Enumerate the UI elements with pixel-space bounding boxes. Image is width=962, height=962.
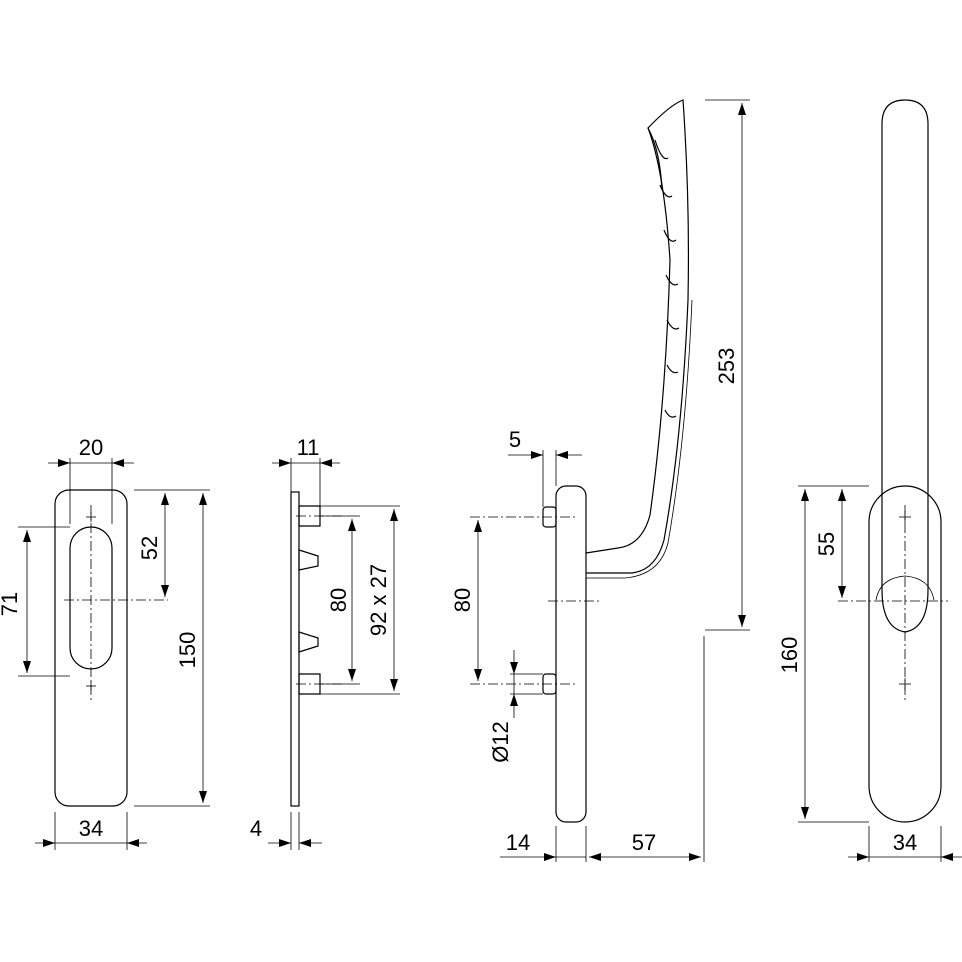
dim-front-height: 160 — [777, 637, 802, 674]
side-plate — [290, 491, 300, 807]
dim-rosette-hole-length: 71 — [0, 592, 22, 616]
dim-spindle-offset: 5 — [509, 427, 521, 452]
handle-lever — [585, 99, 690, 574]
handle-base — [555, 485, 587, 823]
handle-side-view: 5 80 Ø12 253 14 57 — [450, 99, 750, 862]
dim-side-offset: 11 — [297, 435, 320, 460]
dim-rosette-top-to-center: 52 — [137, 536, 162, 560]
dim-rosette-height: 150 — [175, 632, 200, 669]
dim-base-thickness: 14 — [506, 830, 530, 855]
dim-rosette-width: 34 — [79, 816, 103, 841]
dim-screw-spacing-side: 80 — [326, 588, 351, 612]
dim-front-top-to-center: 55 — [814, 532, 839, 556]
dim-handle-projection: 57 — [632, 830, 656, 855]
dim-screw-spacing-handle: 80 — [450, 588, 475, 612]
side-spike-upper — [298, 549, 319, 571]
front-lever — [881, 99, 929, 590]
dim-front-width: 34 — [893, 830, 917, 855]
dim-handle-height: 253 — [714, 348, 739, 385]
dim-plate-thickness: 4 — [250, 816, 262, 841]
dim-rosette-hole-width: 20 — [79, 435, 103, 460]
rosette-plate — [54, 489, 128, 807]
rosette-side-view: 11 80 92 x 27 4 — [250, 435, 400, 850]
rosette-front-view: 20 71 52 150 34 — [0, 435, 210, 850]
dim-screws: 92 x 27 — [366, 564, 391, 636]
side-spike-lower — [298, 631, 319, 653]
handle-front-view: 55 160 34 — [777, 99, 962, 862]
front-base — [868, 485, 942, 823]
dim-spindle-diameter: Ø12 — [488, 721, 513, 763]
